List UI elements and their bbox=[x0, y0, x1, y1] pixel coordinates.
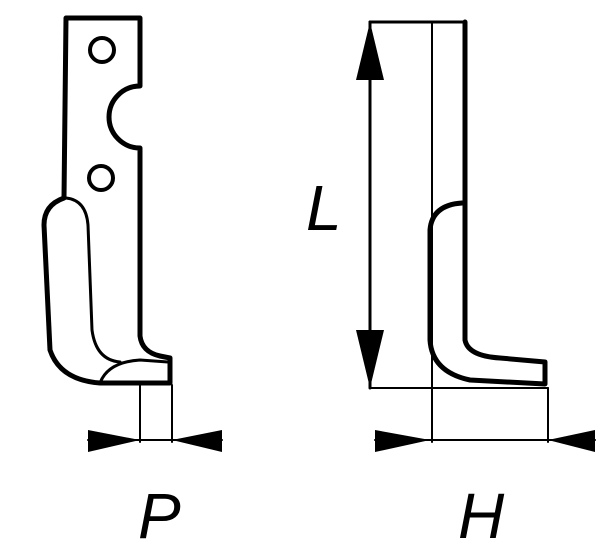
foot-inner-contour bbox=[64, 196, 122, 364]
foot-side-view bbox=[368, 19, 549, 443]
arrow-p-right bbox=[172, 430, 222, 452]
dimension-h bbox=[374, 387, 596, 443]
foot-sole-curve bbox=[98, 358, 170, 385]
arrow-p-left bbox=[88, 430, 140, 452]
foot-front-view bbox=[41, 15, 173, 386]
label-l: L bbox=[306, 172, 342, 244]
label-h: H bbox=[458, 480, 505, 552]
mounting-hole-top bbox=[88, 36, 116, 64]
dimension-p bbox=[87, 384, 223, 443]
arrow-l-bottom bbox=[356, 330, 384, 388]
foot-front-outline bbox=[41, 15, 173, 386]
arrow-h-left bbox=[375, 430, 430, 452]
arrow-l-top bbox=[356, 22, 384, 80]
arrow-h-right bbox=[548, 430, 595, 452]
mounting-hole-bottom bbox=[87, 164, 115, 192]
label-p: P bbox=[138, 480, 181, 552]
foot-side-outline bbox=[427, 19, 548, 387]
